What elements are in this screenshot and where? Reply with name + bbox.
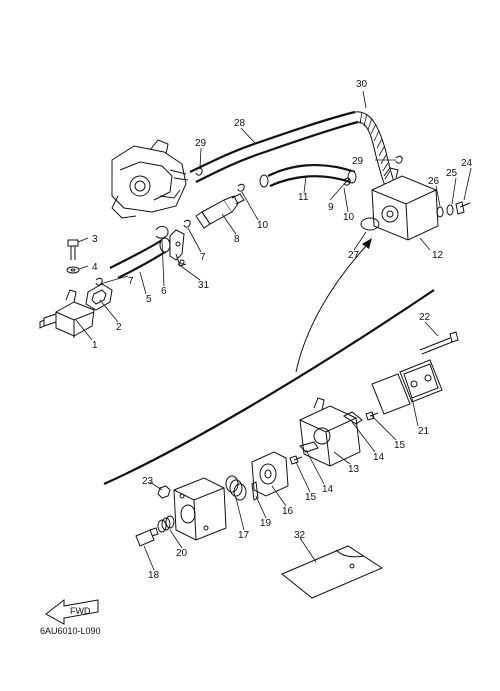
callout-1: 1 — [92, 340, 98, 351]
check-valve-14a — [343, 411, 363, 425]
callout-14b: 14 — [322, 484, 334, 495]
screw-15 — [289, 455, 303, 465]
plunger-18 — [135, 527, 159, 547]
callout-25: 25 — [446, 168, 458, 179]
pump-body-13 — [299, 397, 361, 467]
reference-arrow — [295, 238, 372, 373]
fwd-label: FWD — [70, 606, 91, 616]
clip-10b — [343, 177, 351, 186]
callout-27: 27 — [348, 250, 360, 261]
fuel-filter-8 — [195, 193, 245, 229]
callout-24: 24 — [461, 158, 473, 169]
gasket-2 — [85, 283, 113, 311]
washer-25 — [446, 204, 454, 216]
carburetor-drawing — [111, 139, 189, 219]
callout-22: 22 — [419, 312, 431, 323]
callout-23: 23 — [142, 476, 154, 487]
callout-31: 31 — [198, 280, 210, 291]
washer-4 — [66, 266, 80, 274]
callout-16: 16 — [282, 506, 294, 517]
reference-code: 6AU6010-L090 — [40, 626, 101, 636]
check-valve-14b — [299, 441, 319, 453]
callout-7a: 7 — [128, 276, 134, 287]
spring-17 — [225, 475, 247, 501]
callout-30: 30 — [356, 79, 368, 90]
clip-6 — [155, 225, 169, 239]
leader-lines — [75, 90, 472, 571]
callout-11: 11 — [298, 192, 309, 203]
parts-bag-32 — [281, 545, 384, 599]
corrugated-hose-30 — [354, 111, 397, 189]
exploded-view-boundary — [103, 289, 435, 486]
callout-15a: 15 — [305, 492, 317, 503]
cover-plate-21 — [399, 359, 443, 403]
callout-21: 21 — [418, 426, 430, 437]
fwd-arrow-icon: FWD — [45, 598, 99, 625]
callout-19: 19 — [260, 518, 272, 529]
fuel-pump-12 — [371, 167, 439, 241]
callout-2: 2 — [116, 322, 122, 333]
bolt-22 — [419, 331, 459, 355]
callout-9: 9 — [328, 202, 334, 213]
callout-labels: 30 28 29 29 24 25 26 11 9 10 10 8 7 27 1… — [92, 79, 473, 581]
hose-11 — [259, 163, 357, 188]
callout-20: 20 — [176, 548, 188, 559]
clip-29a — [195, 167, 203, 176]
callout-29b: 29 — [352, 156, 364, 167]
callout-6: 6 — [161, 286, 167, 297]
nut-23 — [157, 485, 171, 499]
callout-7b: 7 — [200, 252, 206, 263]
callout-29a: 29 — [195, 138, 207, 149]
pump-base-flange — [173, 477, 227, 541]
spring-20 — [157, 515, 175, 533]
pin-19 — [251, 481, 259, 501]
clamp-31 — [169, 229, 187, 267]
callout-18: 18 — [148, 570, 160, 581]
callout-3: 3 — [92, 234, 98, 245]
callout-15b: 15 — [394, 440, 406, 451]
clip-29b — [395, 155, 403, 164]
diaphragm-15 — [371, 373, 411, 415]
callout-4: 4 — [92, 262, 98, 273]
clip-7b — [183, 219, 191, 228]
clip-7a — [95, 277, 103, 286]
diaphragm-16 — [251, 451, 289, 497]
callout-8: 8 — [234, 234, 240, 245]
callout-13: 13 — [348, 464, 360, 475]
callout-17: 17 — [238, 530, 250, 541]
washer-26 — [436, 206, 444, 218]
callout-14a: 14 — [373, 452, 385, 463]
fuel-connector-1 — [39, 289, 95, 338]
callout-10b: 10 — [343, 212, 355, 223]
bolt-24 — [455, 201, 471, 215]
clip-10a — [237, 183, 245, 192]
bolt-3 — [67, 239, 79, 260]
callout-5: 5 — [146, 294, 152, 305]
callout-26: 26 — [428, 176, 440, 187]
callout-32: 32 — [294, 530, 306, 541]
callout-10a: 10 — [257, 220, 269, 231]
callout-28: 28 — [234, 118, 246, 129]
callout-12: 12 — [432, 250, 444, 261]
o-ring-27 — [360, 217, 380, 231]
hose-28 — [189, 110, 359, 183]
